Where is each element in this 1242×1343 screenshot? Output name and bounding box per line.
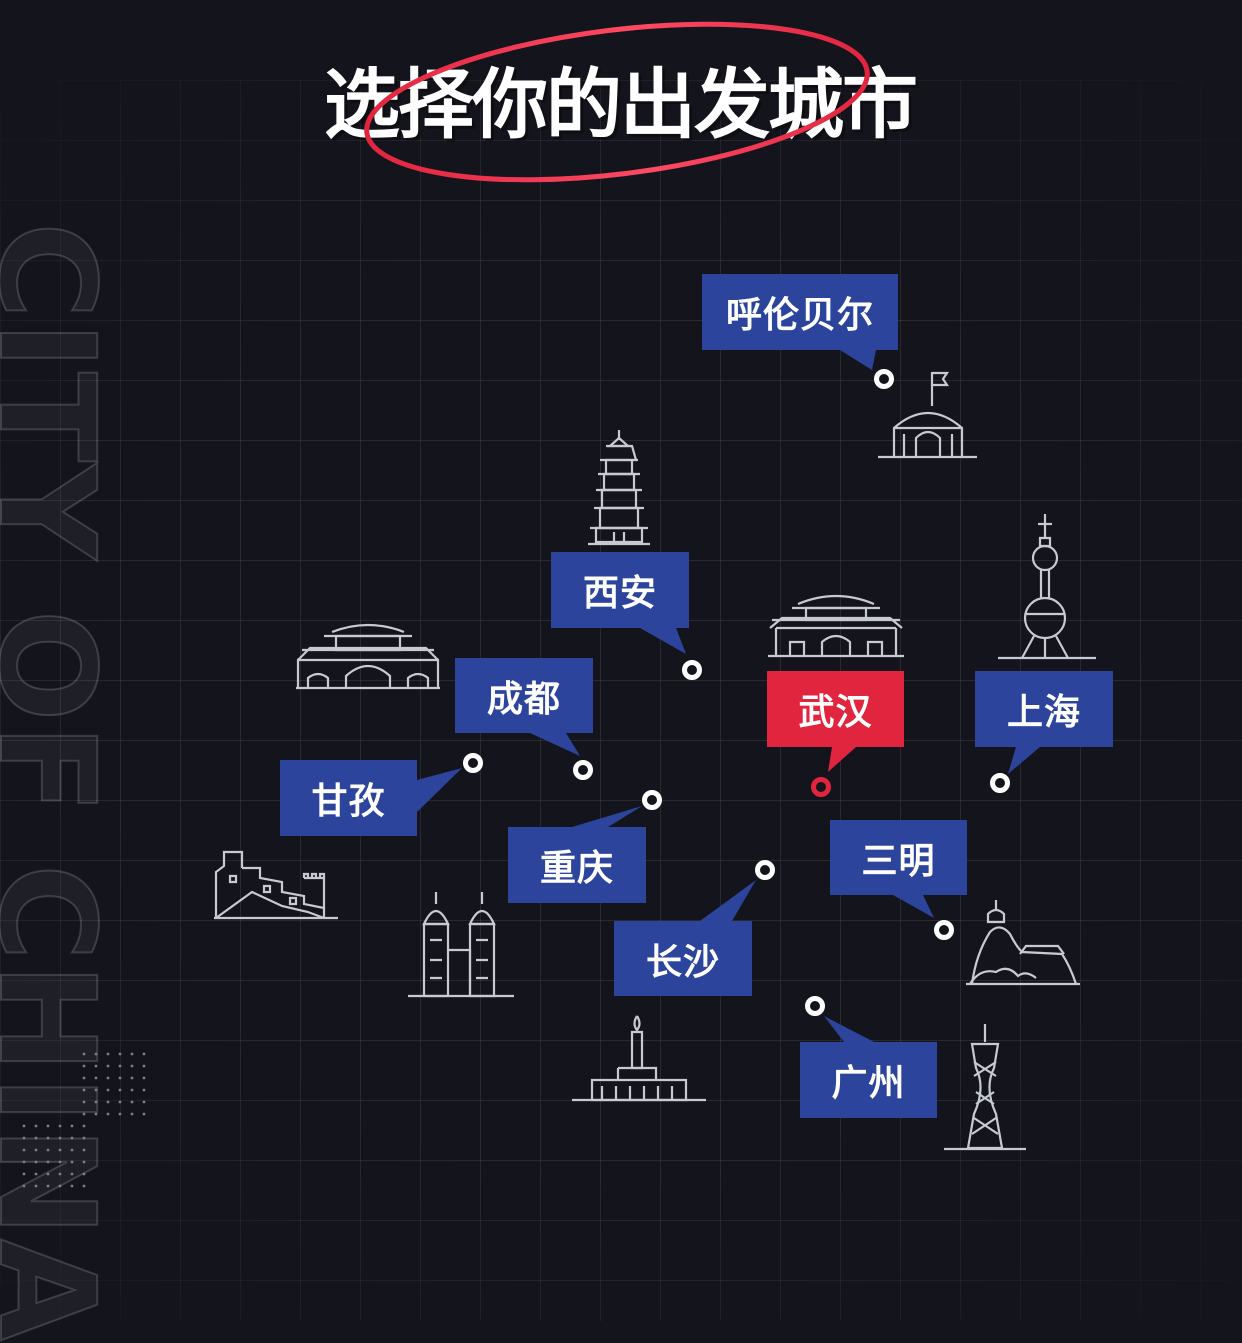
pointer-chongqing (572, 806, 642, 827)
monument-icon (572, 1014, 706, 1104)
page-title-area: 选择你的出发城市 (300, 55, 940, 165)
twin-tower-icon (408, 890, 514, 1000)
city-label-wuhan[interactable]: 武汉 (767, 671, 904, 747)
pointer-guangzhou (824, 1016, 874, 1042)
pin-shanghai[interactable] (990, 773, 1010, 793)
city-label-sanming[interactable]: 三明 (830, 820, 967, 895)
temple-icon (768, 588, 904, 658)
pin-xian[interactable] (682, 660, 702, 680)
canton-tower-icon (944, 1022, 1026, 1152)
pin-ganzi[interactable] (463, 753, 483, 773)
pin-chongqing[interactable] (642, 790, 662, 810)
mountain-pavilion-icon (966, 898, 1080, 988)
title-ring-decoration (364, 21, 870, 183)
pagoda-icon (586, 428, 652, 546)
city-label-chongqing[interactable]: 重庆 (508, 827, 646, 903)
oriental-pearl-tower-icon (996, 512, 1098, 660)
page-title: 选择你的出发城市 (324, 60, 918, 149)
city-label-shanghai[interactable]: 上海 (975, 671, 1113, 747)
pointer-hulunbeier (840, 350, 876, 370)
pointer-sanming (893, 895, 934, 918)
pin-sanming[interactable] (934, 920, 954, 940)
city-label-hulunbeier[interactable]: 呼伦贝尔 (702, 274, 898, 350)
mongolian-yurt-icon (876, 368, 980, 460)
city-label-guangzhou[interactable]: 广州 (800, 1042, 937, 1118)
great-wall-icon (212, 848, 340, 920)
pin-changsha[interactable] (755, 860, 775, 880)
pin-hulunbeier[interactable] (874, 369, 894, 389)
dot-pattern-decoration (16, 1048, 154, 1190)
city-label-changsha[interactable]: 长沙 (614, 921, 752, 996)
pointer-ganzi (417, 768, 462, 812)
pin-chengdu[interactable] (573, 760, 593, 780)
pointer-changsha (700, 880, 756, 921)
gate-tower-icon (296, 616, 440, 690)
city-label-xian[interactable]: 西安 (551, 552, 689, 628)
pin-guangzhou[interactable] (805, 996, 825, 1016)
pointer-wuhan (828, 747, 856, 772)
pin-wuhan[interactable] (811, 777, 831, 797)
city-label-ganzi[interactable]: 甘孜 (280, 760, 417, 836)
city-label-chengdu[interactable]: 成都 (455, 658, 593, 733)
pointer-shanghai (1008, 747, 1040, 774)
pointer-chengdu (530, 733, 580, 756)
pointer-xian (640, 628, 686, 654)
